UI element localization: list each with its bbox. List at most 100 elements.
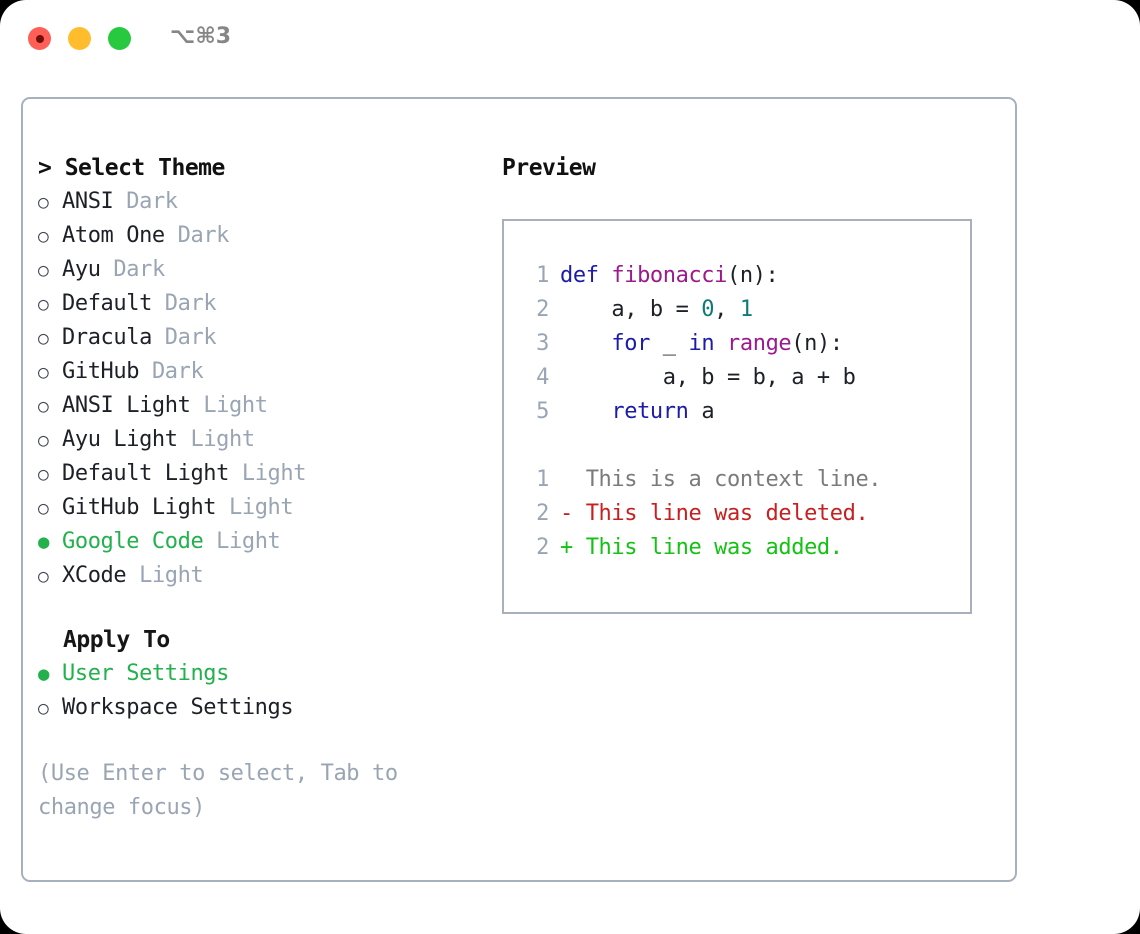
token-kw: for <box>611 331 650 356</box>
apply-to-option-workspace-settings[interactable]: ○ Workspace Settings <box>38 691 478 725</box>
token-plain: _ <box>649 331 689 356</box>
token-fn: fibonacci <box>611 263 727 288</box>
line-number: 3 <box>536 331 549 356</box>
apply-to-option-label: Workspace Settings <box>62 695 294 720</box>
diff-line-ctx: 1 This is a context line. <box>523 463 970 497</box>
preview-heading: Preview <box>502 155 596 181</box>
theme-option-xcode[interactable]: ○XCode Light <box>38 559 478 593</box>
minimize-button[interactable] <box>68 27 91 50</box>
diff-text: This line was added. <box>585 535 843 560</box>
token-kw: def <box>560 263 612 288</box>
token-punc: (n): <box>727 263 779 288</box>
radio-unselected-icon: ○ <box>38 698 49 719</box>
theme-variant-badge: Light <box>229 495 294 520</box>
theme-option-ayu-light[interactable]: ○Ayu Light Light <box>38 423 478 457</box>
zoom-button[interactable] <box>108 27 131 50</box>
code-content: for _ in range(n): <box>560 327 843 361</box>
line-number: 2 <box>536 535 549 560</box>
apply-to-heading: Apply To <box>63 627 170 653</box>
diff-text: This is a context line. <box>585 467 882 492</box>
keyboard-shortcut-label: ⌥⌘3 <box>170 24 232 49</box>
token-punc: (n): <box>791 331 843 356</box>
line-number: 5 <box>536 399 549 424</box>
theme-option-dracula[interactable]: ○Dracula Dark <box>38 321 478 355</box>
label-gap <box>113 185 126 219</box>
token-plain: a, b = b, a + b <box>560 365 856 390</box>
radio-selected-icon: ● <box>38 663 50 685</box>
theme-option-ayu[interactable]: ○ Ayu Dark <box>38 253 478 287</box>
theme-option-label: Default <box>62 291 152 316</box>
radio-unselected-icon: ○ <box>38 226 49 247</box>
theme-option-ansi-light[interactable]: ○ANSI Light Light <box>38 389 478 423</box>
line-number: 2 <box>536 501 549 526</box>
code-line: 1 def fibonacci(n): <box>523 259 970 293</box>
label-gap <box>203 525 216 559</box>
apply-to-option-user-settings[interactable]: ● User Settings <box>38 657 478 691</box>
diff-line-del: 2- This line was deleted. <box>523 497 970 531</box>
line-number: 1 <box>536 263 549 288</box>
label-gap <box>152 321 165 355</box>
theme-variant-badge: Dark <box>177 223 230 248</box>
code-content: a, b = 0, 1 <box>560 293 753 327</box>
theme-option-label: ANSI Light <box>62 393 191 418</box>
theme-variant-badge: Light <box>241 461 307 486</box>
theme-option-google-code[interactable]: ●Google Code Light <box>38 525 478 559</box>
label-gap <box>216 491 229 525</box>
code-content: return a <box>560 395 714 429</box>
theme-option-github-light[interactable]: ○GitHub Light Light <box>38 491 478 525</box>
label-gap <box>165 219 178 253</box>
code-content: a, b = b, a + b <box>560 361 856 395</box>
code-line: 5 return a <box>523 395 970 429</box>
apply-to-option-label: User Settings <box>62 661 229 686</box>
theme-option-github[interactable]: ○GitHub Dark <box>38 355 478 389</box>
token-plain <box>560 399 611 424</box>
close-button[interactable] <box>28 27 51 50</box>
token-punc: , <box>714 297 740 322</box>
theme-option-ansi[interactable]: ○ANSI Dark <box>38 185 478 219</box>
label-gap <box>101 253 114 287</box>
keyboard-hint-text: (Use Enter to select, Tab to change focu… <box>38 761 398 820</box>
traffic-lights <box>28 27 131 50</box>
radio-unselected-icon: ○ <box>38 294 49 315</box>
radio-unselected-icon: ○ <box>38 362 49 383</box>
radio-selected-icon: ● <box>38 531 50 553</box>
token-fn: range <box>727 331 792 356</box>
hint-spacer <box>38 725 478 757</box>
code-diff-separator <box>523 429 970 463</box>
theme-option-default-light[interactable]: ○Default Light Light <box>38 457 478 491</box>
diff-marker <box>560 463 586 497</box>
theme-option-label: Atom One <box>62 223 165 248</box>
title-bar: ⌥⌘3 <box>0 0 1140 78</box>
label-gap <box>152 287 165 321</box>
label-gap <box>190 389 203 423</box>
theme-variant-badge: Dark <box>164 291 217 316</box>
radio-unselected-icon: ○ <box>38 260 49 281</box>
radio-unselected-icon: ○ <box>38 464 49 485</box>
token-plain <box>560 331 611 356</box>
select-theme-heading: > Select Theme <box>38 155 225 181</box>
theme-option-label: Dracula <box>62 325 152 350</box>
token-kw: return <box>611 399 689 424</box>
theme-variant-badge: Dark <box>126 189 178 214</box>
radio-unselected-icon: ○ <box>38 396 49 417</box>
theme-variant-badge: Dark <box>113 257 165 282</box>
label-gap <box>178 423 191 457</box>
theme-option-atom-one[interactable]: ○ Atom One Dark <box>38 219 478 253</box>
theme-option-label: Google Code <box>62 529 204 554</box>
theme-option-default[interactable]: ○ Default Dark <box>38 287 478 321</box>
code-line: 2 a, b = 0, 1 <box>523 293 970 327</box>
theme-selector-column: > Select Theme ○ANSI Dark○Atom One Dark○… <box>38 151 478 825</box>
diff-text: This line was deleted. <box>585 501 869 526</box>
code-content: def fibonacci(n): <box>560 259 779 293</box>
main-panel: > Select Theme ○ANSI Dark○Atom One Dark○… <box>21 97 1017 882</box>
theme-option-label: Ayu <box>62 257 101 282</box>
radio-unselected-icon: ○ <box>38 430 49 451</box>
code-line: 4 a, b = b, a + b <box>523 361 970 395</box>
token-num: 1 <box>739 297 753 322</box>
theme-option-label: XCode <box>62 563 127 588</box>
theme-option-label: Ayu Light <box>62 427 178 452</box>
token-plain <box>714 331 727 356</box>
diff-marker: + <box>560 535 586 560</box>
label-gap <box>126 559 139 593</box>
